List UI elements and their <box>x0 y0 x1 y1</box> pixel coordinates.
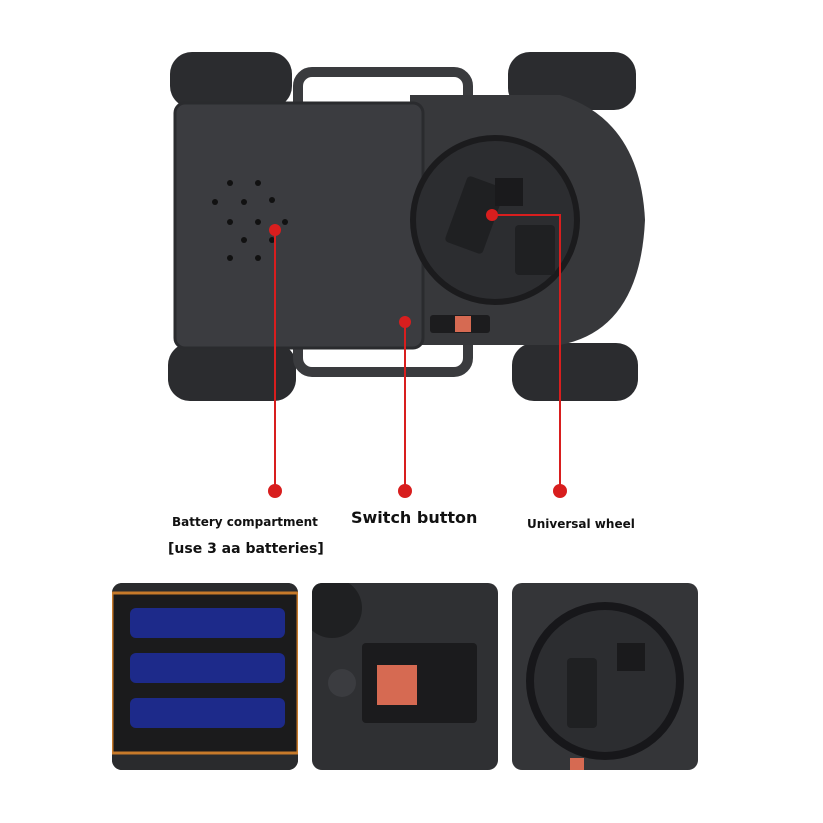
callout-dot-switch-end <box>398 484 412 498</box>
battery-cover <box>173 101 425 350</box>
car-underside <box>168 52 645 401</box>
wheel-rear-right <box>512 343 638 401</box>
wheel-front-left <box>170 52 292 108</box>
callout-dot-battery-end <box>268 484 282 498</box>
callout-dot-battery <box>269 224 281 236</box>
callout-lines <box>274 214 561 490</box>
universal-wheel-label: Universal wheel <box>527 517 635 531</box>
callout-dot-wheel-end <box>553 484 567 498</box>
callout-dot-wheel <box>486 209 498 221</box>
battery-compartment-label: Battery compartment <box>172 515 318 529</box>
callout-dot-switch <box>399 316 411 328</box>
wheel-closeup-photo <box>512 583 698 770</box>
wheel-rear-left <box>168 343 296 401</box>
switch-closeup-photo <box>312 583 498 770</box>
battery-note-label: [use 3 aa batteries] <box>168 541 324 557</box>
battery-closeup-photo <box>112 583 298 770</box>
switch-button-label: Switch button <box>351 508 478 527</box>
